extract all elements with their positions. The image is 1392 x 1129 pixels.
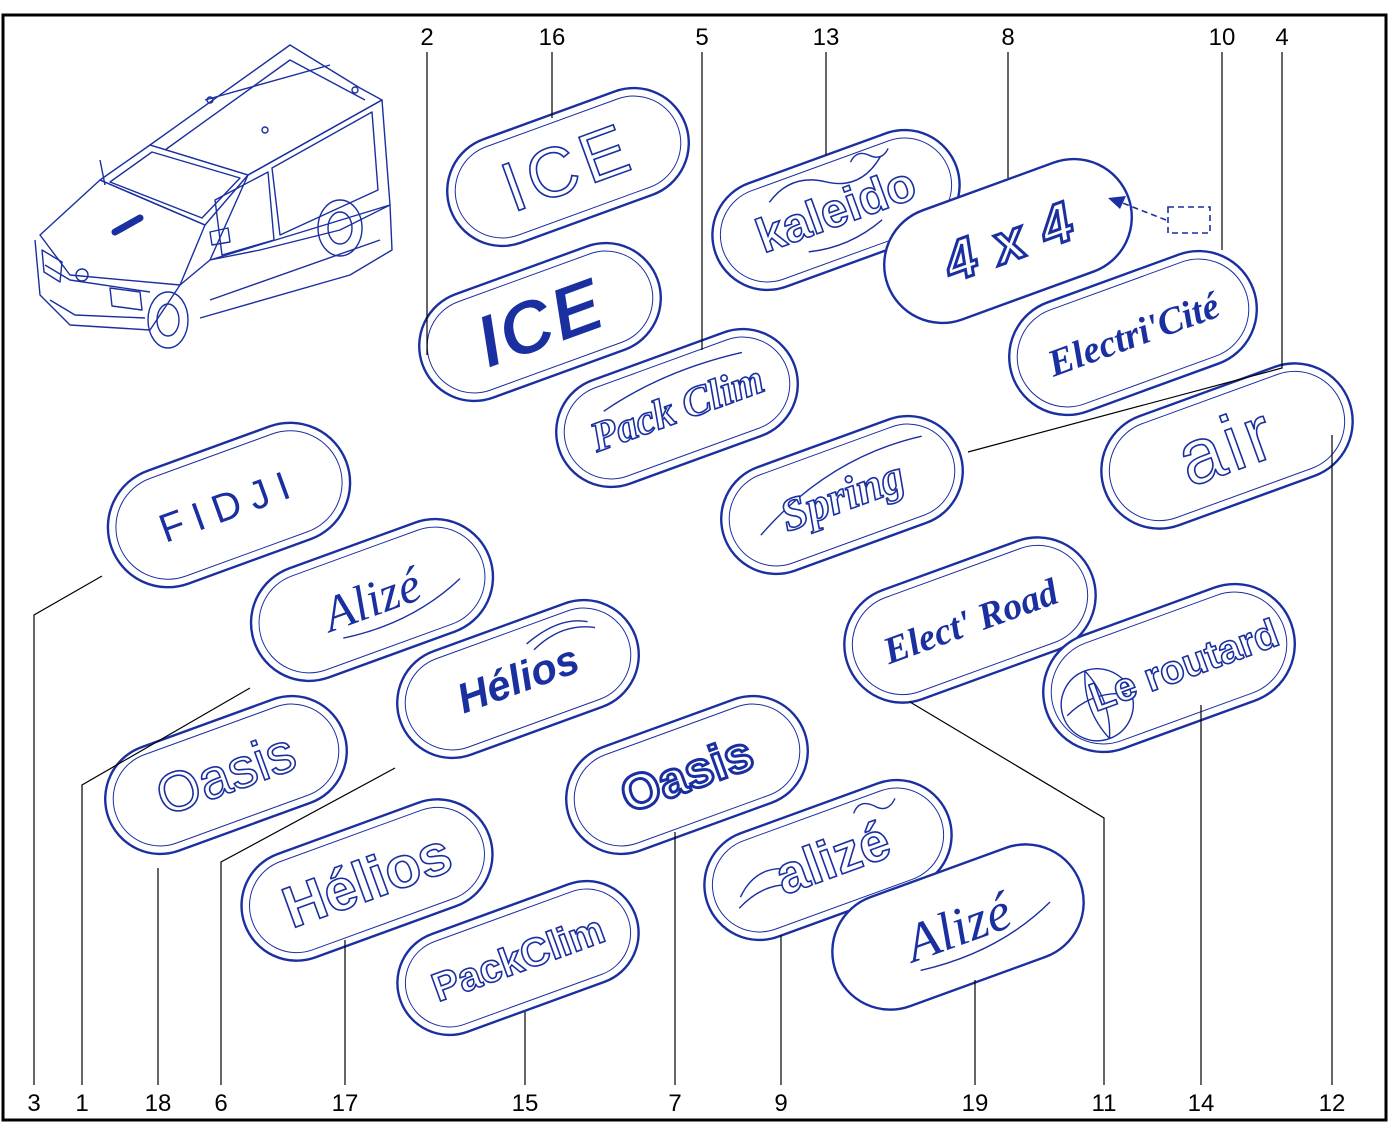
badge-4x4: 4 x 4 [883,157,1133,325]
arrow-icon [1108,196,1126,209]
callout-16: 16 [539,24,566,51]
badge-spring: Spring [720,414,964,576]
badge-electricite: Electri'Cité [1008,249,1258,417]
badge-helios-solid: Hélios [396,598,640,760]
callout-10: 10 [1209,24,1236,51]
badge-alize-floral: alizé [703,778,953,942]
callout-9: 9 [774,1090,787,1117]
callout-6: 6 [214,1090,227,1117]
badge-oasis-outline: Oasis [104,694,348,856]
badge-text: ICE [465,261,616,383]
badge-alize-solid: Alizé [249,517,495,683]
badge-ice-outline: ICE [446,86,690,248]
callout-17: 17 [332,1090,359,1117]
callout-15: 15 [512,1090,539,1117]
callout-1: 1 [75,1090,88,1117]
badge-oasis-solid: Oasis [565,694,809,856]
location-marker [1167,206,1211,234]
badge-alize-solid-2: Alizé [831,843,1085,1011]
callout-18: 18 [145,1090,172,1117]
badge-helios-outline: Hélios [240,798,494,962]
callout-19: 19 [962,1090,989,1117]
badge-ice-solid: ICE [418,241,662,403]
callout-12: 12 [1319,1090,1346,1117]
callout-14: 14 [1188,1090,1215,1117]
badge-air: air [1100,362,1354,530]
callout-13: 13 [813,24,840,51]
callout-numbers: 2 16 5 13 8 10 4 3 1 18 6 17 15 7 9 19 1… [27,24,1345,1117]
callout-4: 4 [1275,24,1288,51]
callout-7: 7 [668,1090,681,1117]
badge-leroutard: Le routard [1042,582,1296,754]
callout-5: 5 [695,24,708,51]
diagram-frame [1,13,1388,1122]
leader-lines [33,52,1333,1085]
callout-8: 8 [1001,24,1014,51]
callout-2: 2 [420,24,433,51]
van-illustration [34,44,393,349]
callout-3: 3 [27,1090,40,1117]
callout-11: 11 [1092,1090,1117,1117]
badge-fidji: FIDJI [106,421,352,589]
badge-packclim-script: Pack Clim [555,327,799,489]
badge-electroad: Elect' Road [843,536,1097,704]
